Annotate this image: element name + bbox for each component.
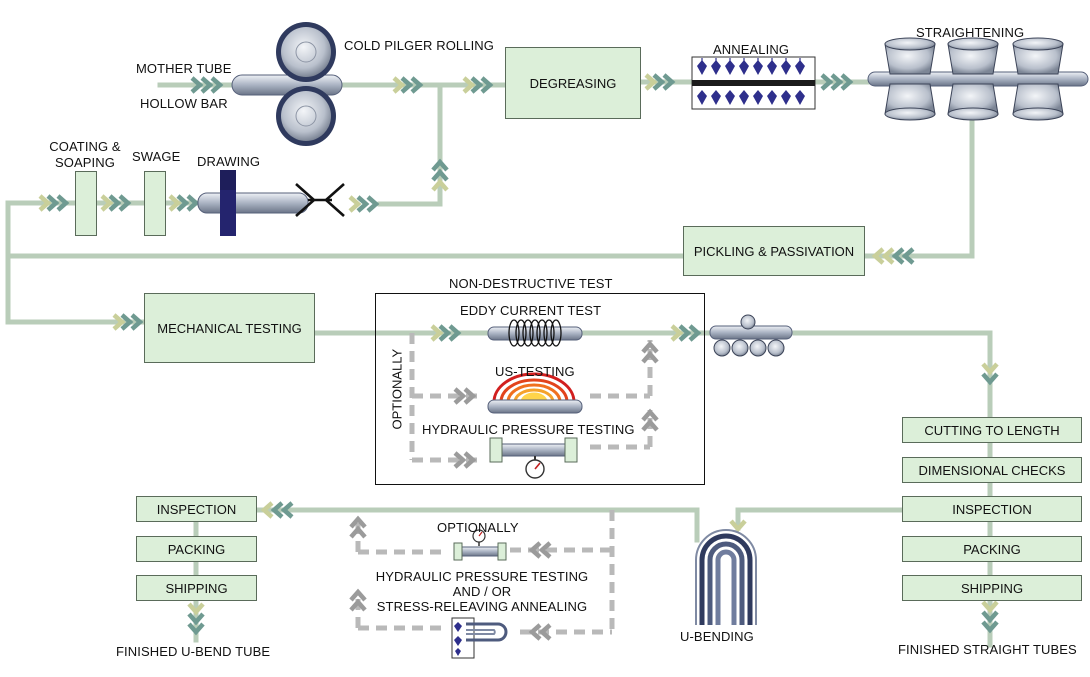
- cutting-label: CUTTING TO LENGTH: [924, 422, 1060, 438]
- drawing-label: DRAWING: [197, 154, 261, 169]
- coating-label-line1: COATING &: [49, 139, 121, 154]
- inspection-right-box: INSPECTION: [902, 496, 1082, 522]
- annealing-furnace-icon: [691, 56, 816, 110]
- mechanical-testing-label: MECHANICAL TESTING: [157, 320, 302, 336]
- degreasing-label: DEGREASING: [529, 75, 617, 91]
- swage-label: SWAGE: [132, 149, 181, 164]
- annealing-label: ANNEALING: [713, 42, 790, 57]
- ultrasonic-waves-icon: [487, 372, 583, 414]
- flow-arrows: [38, 73, 999, 641]
- drawing-die-icon: [197, 170, 345, 236]
- hollow-bar-label: HOLLOW BAR: [140, 96, 228, 111]
- shipping-right-label: SHIPPING: [960, 580, 1024, 596]
- packing-left-label: PACKING: [167, 541, 226, 557]
- finished-ubend-label: FINISHED U-BEND TUBE: [116, 644, 271, 659]
- mother-tube-label: MOTHER TUBE: [136, 61, 232, 76]
- us-testing-label: US-TESTING: [495, 364, 575, 379]
- optionally-label: OPTIONALLY: [437, 520, 519, 535]
- dimensional-box: DIMENSIONAL CHECKS: [902, 457, 1082, 483]
- cold-pilger-label: COLD PILGER ROLLING: [344, 38, 494, 53]
- eddy-current-label: EDDY CURRENT TEST: [460, 303, 602, 318]
- shipping-right-box: SHIPPING: [902, 575, 1082, 601]
- packing-left-box: PACKING: [136, 536, 257, 562]
- optionally-vertical-label: OPTIONALLY: [389, 348, 405, 430]
- cutting-box: CUTTING TO LENGTH: [902, 417, 1082, 443]
- inspection-right-label: INSPECTION: [952, 501, 1032, 517]
- hydraulic-test-icon: [489, 437, 578, 479]
- degreasing-box: DEGREASING: [505, 47, 641, 119]
- small-hydraulic-test-icon: [453, 529, 507, 561]
- u-bending-label: U-BENDING: [680, 629, 754, 644]
- eddy-current-coil-icon: [487, 319, 583, 347]
- inspection-left-label: INSPECTION: [156, 501, 237, 517]
- packing-right-box: PACKING: [902, 536, 1082, 562]
- coating-label-line2: SOAPING: [55, 155, 115, 170]
- hydraulic-test-label: HYDRAULIC PRESSURE TESTING: [422, 422, 635, 437]
- shipping-left-box: SHIPPING: [136, 575, 257, 601]
- packing-right-label: PACKING: [963, 541, 1021, 557]
- stress-label: STRESS-RELEAVING ANNEALING: [376, 599, 588, 614]
- mechanical-testing-box: MECHANICAL TESTING: [144, 293, 315, 363]
- ndt-frame: [375, 293, 705, 485]
- ndt-title: NON-DESTRUCTIVE TEST: [449, 276, 613, 291]
- coating-soaping-box: [75, 171, 97, 236]
- straightening-rolls-icon: [867, 37, 1089, 121]
- small-annealing-ubend-icon: [451, 617, 508, 659]
- inspection-left-box: INSPECTION: [136, 496, 257, 522]
- pickling-passivation-label: PICKLING & PASSIVATION: [693, 243, 855, 259]
- and-or-label: AND / OR: [452, 584, 512, 599]
- pipe-stack-icon: [709, 314, 793, 357]
- shipping-left-label: SHIPPING: [165, 580, 228, 596]
- hydro-2-label: HYDRAULIC PRESSURE TESTING: [375, 569, 589, 584]
- pilger-rolls-icon: [231, 22, 343, 146]
- straightening-label: STRAIGHTENING: [916, 25, 1025, 40]
- finished-straight-label: FINISHED STRAIGHT TUBES: [898, 642, 1077, 657]
- u-bend-tube-icon: [695, 529, 757, 625]
- dimensional-label: DIMENSIONAL CHECKS: [918, 462, 1066, 478]
- swage-box: [144, 171, 166, 236]
- pickling-passivation-box: PICKLING & PASSIVATION: [683, 226, 865, 276]
